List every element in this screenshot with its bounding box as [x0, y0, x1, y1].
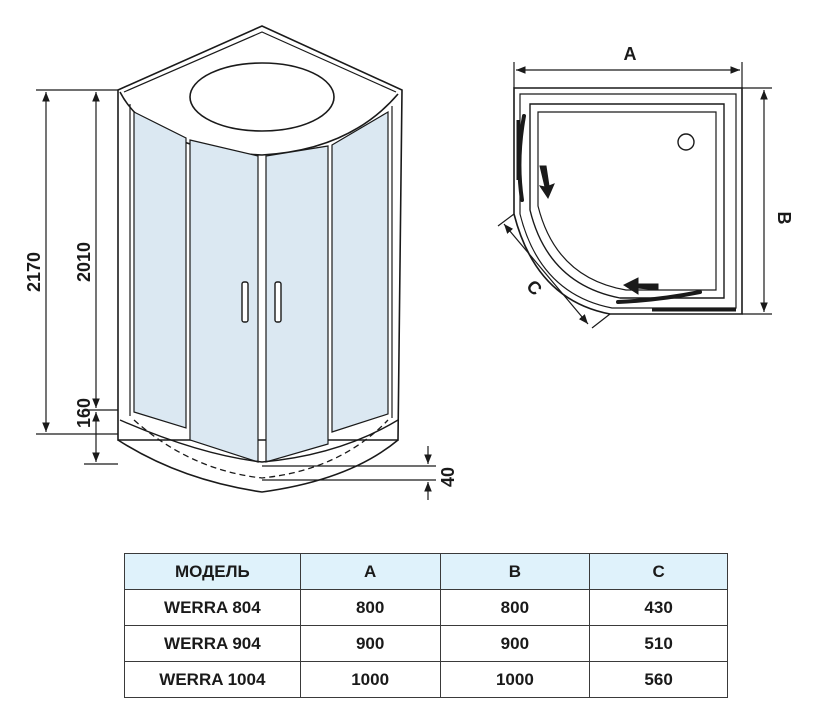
- top-view-tray: [513, 87, 743, 315]
- dim-door-c: C: [523, 276, 546, 299]
- cell-a: 900: [299, 625, 441, 662]
- glass-panel-right: [331, 110, 389, 433]
- spec-table: МОДЕЛЬ A B C WERRA 804 800 800 430 WERRA…: [124, 553, 728, 698]
- table-row: WERRA 1004 1000 1000 560: [124, 661, 728, 698]
- cell-b: 1000: [439, 661, 591, 698]
- cell-c: 510: [589, 625, 728, 662]
- dim-tray-height: 160: [74, 398, 94, 428]
- door-handle-right: [274, 281, 282, 323]
- front-view-cabin: [117, 25, 403, 493]
- table-header-row: МОДЕЛЬ A B C: [124, 553, 728, 590]
- cell-b: 800: [439, 589, 591, 626]
- arrow-left-icon: [622, 277, 659, 295]
- door-rail-bottom: [616, 290, 702, 304]
- table-row: WERRA 804 800 800 430: [124, 589, 728, 626]
- tray-inner-dashed: [133, 419, 389, 479]
- front-dimension-lines: [36, 89, 436, 500]
- cabin-outer-frame: [117, 25, 403, 441]
- door-slide-arrows: [538, 165, 659, 295]
- dim-depth-b: B: [774, 212, 794, 225]
- cell-model: WERRA 904: [124, 625, 301, 662]
- header-b: B: [439, 553, 591, 590]
- glass-door-right: [265, 145, 329, 463]
- arrow-down-icon: [538, 165, 555, 200]
- door-handle-left: [241, 281, 249, 323]
- cell-c: 560: [589, 661, 728, 698]
- glass-panel-left: [133, 111, 187, 429]
- cell-b: 900: [439, 625, 591, 662]
- dim-cabin-height: 2010: [74, 242, 94, 282]
- cell-a: 1000: [299, 661, 441, 698]
- top-dimension-lines: [497, 62, 772, 329]
- dim-total-height: 2170: [24, 252, 44, 292]
- drain-icon: [677, 133, 695, 151]
- table-row: WERRA 904 900 900 510: [124, 625, 728, 662]
- tray-outline: [513, 87, 743, 315]
- cell-a: 800: [299, 589, 441, 626]
- dim-tray-depth: 40: [438, 467, 458, 487]
- dim-width-a: A: [624, 44, 637, 64]
- header-a: A: [299, 553, 441, 590]
- cell-model: WERRA 1004: [124, 661, 301, 698]
- cell-model: WERRA 804: [124, 589, 301, 626]
- cell-c: 430: [589, 589, 728, 626]
- roof-light: [189, 62, 335, 132]
- tray-front: [117, 439, 399, 493]
- header-c: C: [589, 553, 728, 590]
- header-model: МОДЕЛЬ: [124, 553, 301, 590]
- tray-top: [119, 419, 399, 463]
